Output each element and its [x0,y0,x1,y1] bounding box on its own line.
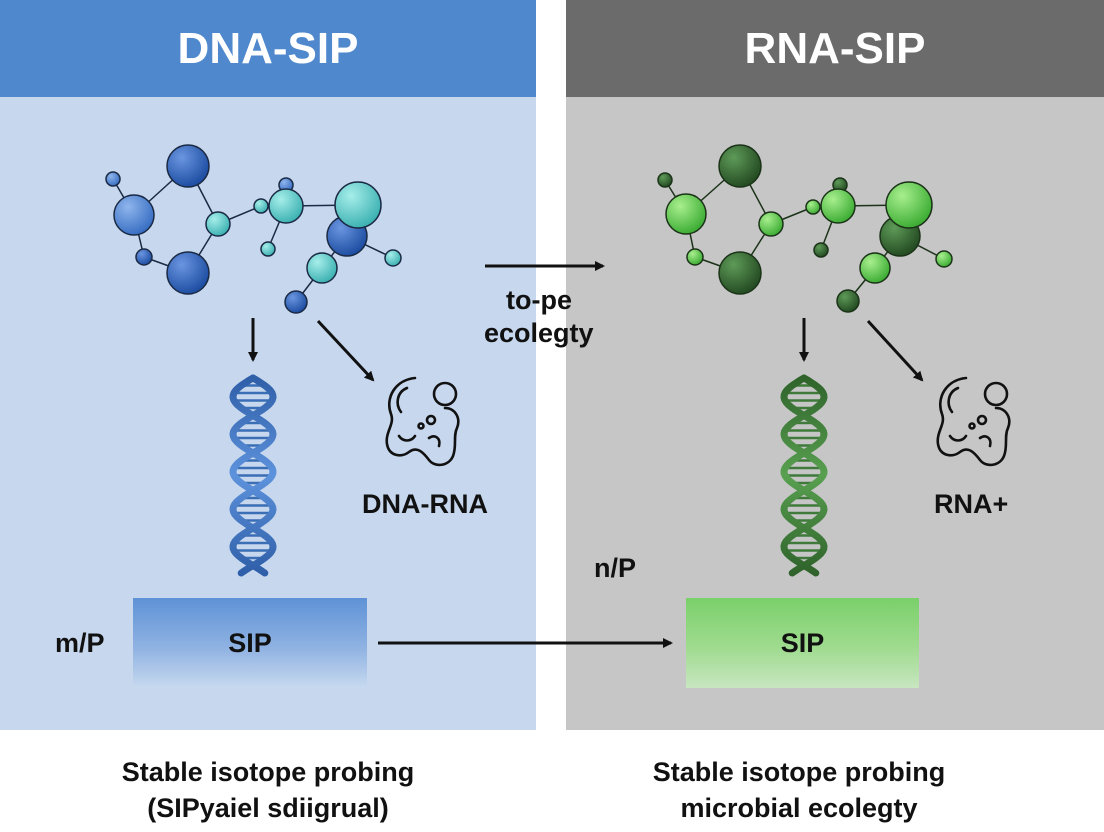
rna-helix-strand-2 [780,374,828,577]
dna-rna-label: DNA-RNA [362,489,488,519]
dna-helix-strand-2 [229,374,277,577]
rna-sip-panel: RNA-SIP [566,0,1104,730]
rna-helix-strand-1 [780,374,828,577]
microbe-icon-left [385,376,460,467]
right-caption-line1: Stable isotope probing [652,757,946,787]
m-p-label: m/P [55,628,105,658]
n-p-label: n/P [594,553,637,583]
microbe-icon-right [936,376,1011,467]
right-caption-line2: microbial ecolegty [680,793,918,823]
dna-sip-box: SIP [133,598,367,688]
rna-plus-label: RNA+ [934,489,1009,519]
dna-helix-strand-1 [229,374,277,577]
center-label-line1: to-pe [506,285,572,315]
left-caption-line1: Stable isotope probing [121,757,415,787]
right-caption: Stable isotope probing microbial ecolegt… [589,754,1009,826]
left-caption: Stable isotope probing (SIPyaiel sdiigru… [58,754,478,826]
rna-helix-icon [780,374,828,577]
rna-sip-box: SIP [686,598,919,688]
arrow-diagonal-left [316,319,375,382]
dna-helix-icon [229,374,277,577]
left-molecule-icon [105,144,402,314]
rna-sip-title: RNA-SIP [566,0,1104,97]
left-caption-line2: (SIPyaiel sdiigrual) [147,793,389,823]
dna-sip-title: DNA-SIP [0,0,536,97]
arrow-diagonal-right [866,319,924,382]
center-label-line2: ecolegty [484,318,594,348]
right-molecule-icon [657,144,953,313]
